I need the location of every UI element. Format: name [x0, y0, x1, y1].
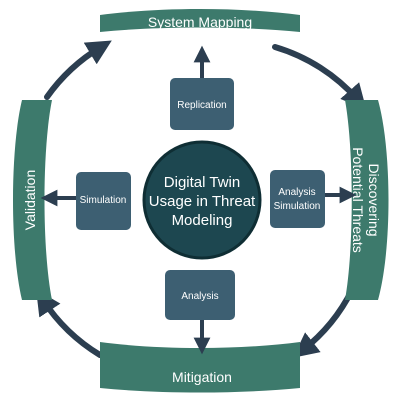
box-simulation-label: Simulation	[80, 195, 127, 206]
box-analysis: Analysis	[165, 270, 235, 320]
stage-label-validation: Validation	[22, 170, 38, 230]
ring-arc-bottom-left	[36, 289, 103, 358]
stage-label-system-mapping: System Mapping	[148, 14, 252, 30]
box-replication-rect	[170, 78, 234, 130]
stage-label-mitigation: Mitigation	[172, 369, 232, 385]
box-analysis-simulation-line1: Analysis	[278, 187, 315, 198]
center-circle	[142, 140, 262, 260]
stage-label-discovering-line2: Potential Threats	[350, 147, 366, 253]
box-replication: Replication	[170, 78, 234, 130]
band-top	[100, 9, 300, 32]
band-left	[13, 100, 52, 300]
box-analysis-simulation: Analysis Simulation	[270, 170, 325, 228]
center-title-line2: Usage in Threat	[149, 193, 256, 210]
stage-discovering-threats: Discovering Potential Threats	[345, 100, 389, 300]
box-analysis-rect	[165, 270, 235, 320]
stage-mitigation: Mitigation	[100, 342, 300, 393]
box-simulation-rect	[76, 172, 131, 230]
center-node: Digital Twin Usage in Threat Modeling	[142, 140, 262, 260]
ring-arc-top-right	[272, 44, 367, 110]
box-simulation: Simulation	[76, 172, 131, 230]
ring-arc-bottom-right	[293, 287, 355, 358]
box-analysis-label: Analysis	[181, 291, 218, 302]
center-title-line1: Digital Twin	[164, 174, 240, 191]
band-bottom	[100, 342, 300, 393]
center-title-line3: Modeling	[172, 212, 233, 229]
stage-label-discovering-line1: Discovering	[366, 163, 382, 236]
inner-arrows	[40, 45, 357, 355]
stage-validation: Validation	[13, 100, 52, 300]
box-replication-label: Replication	[177, 100, 226, 111]
box-analysis-simulation-line2: Simulation	[274, 201, 321, 212]
box-analysis-simulation-rect	[270, 170, 325, 228]
ring-arc-top-left	[44, 40, 112, 100]
band-right-body	[345, 100, 389, 300]
stage-system-mapping: System Mapping	[100, 9, 300, 32]
